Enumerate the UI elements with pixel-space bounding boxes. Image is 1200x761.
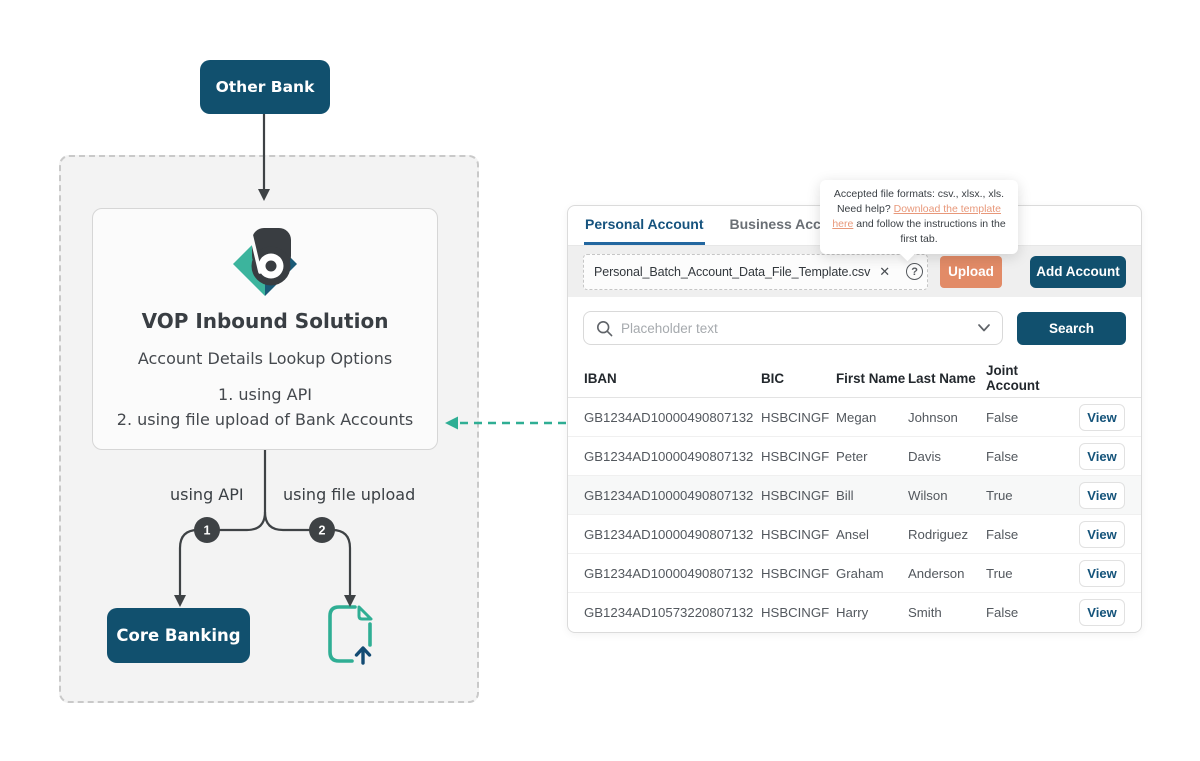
branch-label-api: using API [170,485,244,504]
view-button[interactable]: View [1079,481,1125,509]
view-button[interactable]: View [1079,559,1125,587]
table-header-row: IBAN BIC First Name Last Name Joint Acco… [568,359,1141,398]
cell-joint-account: True [986,565,1013,581]
table-row: GB1234AD10000490807132 HSBCINGF Megan Jo… [568,398,1141,437]
vop-subtitle: Account Details Lookup Options [137,349,393,368]
vop-title: VOP Inbound Solution [141,309,389,333]
search-input[interactable] [621,320,970,336]
search-row: Search [568,297,1141,359]
upload-button[interactable]: Upload [940,255,1002,288]
search-icon [596,320,613,336]
other-bank-node: Other Bank [200,60,330,114]
cell-last-name: Smith [908,605,942,620]
add-account-button[interactable]: Add Account [1030,255,1126,288]
cell-bic: HSBCINGF [761,605,830,620]
column-header-joint-account: Joint Account [986,363,1040,393]
cell-joint-account: False [986,409,1019,425]
cell-joint-account: False [986,448,1019,464]
cell-bic: HSBCINGF [761,565,830,581]
cell-joint-account: True [986,487,1013,503]
vop-option-1: 1. using API [218,385,312,404]
cell-first-name: Ansel [836,526,869,542]
search-button[interactable]: Search [1017,311,1126,345]
chevron-down-icon[interactable] [978,324,990,332]
upload-toolbar: Personal_Batch_Account_Data_File_Templat… [568,246,1141,297]
branch-label-file-upload: using file upload [283,485,416,504]
help-icon[interactable]: ? [906,263,924,280]
column-header-first-name: First Name [836,370,906,386]
cell-iban: GB1234AD10000490807132 [584,448,754,464]
table-row: GB1234AD10573220807132 HSBCINGF Harry Sm… [568,593,1141,632]
tooltip-line2: Need help? Download the template here an… [832,203,1006,245]
table-row: GB1234AD10000490807132 HSBCINGF Bill Wil… [568,476,1141,515]
cell-first-name: Peter [836,448,868,464]
other-bank-label: Other Bank [215,78,315,96]
cell-iban: GB1234AD10000490807132 [584,565,754,581]
tooltip-line1: Accepted file formats: csv., xlsx., xls. [833,188,1005,200]
cell-first-name: Graham [836,565,884,581]
cell-first-name: Bill [836,487,854,503]
cell-iban: GB1234AD10000490807132 [584,409,754,425]
cell-last-name: Anderson [908,565,965,581]
download-template-link[interactable]: Download the template here [832,203,1002,230]
file-upload-icon [328,605,373,665]
table-row: GB1234AD10000490807132 HSBCINGF Ansel Ro… [568,515,1141,554]
cell-last-name: Rodriguez [908,526,969,542]
account-panel: Personal Account Business Account Person… [567,205,1142,633]
table-row: GB1234AD10000490807132 HSBCINGF Graham A… [568,554,1141,593]
cell-iban: GB1234AD10000490807132 [584,526,754,542]
view-button[interactable]: View [1079,403,1125,431]
file-input[interactable]: Personal_Batch_Account_Data_File_Templat… [583,253,928,290]
view-button[interactable]: View [1079,442,1125,470]
view-button[interactable]: View [1079,599,1125,626]
column-header-bic: BIC [761,370,785,386]
cell-iban: GB1234AD10000490807132 [584,487,754,503]
tab-personal-account[interactable]: Personal Account [584,206,705,245]
cell-joint-account: False [986,605,1019,620]
cell-last-name: Johnson [908,409,958,425]
cell-first-name: Harry [836,605,869,620]
vop-solution-box: VOP Inbound Solution Account Details Loo… [92,208,438,450]
core-banking-node: Core Banking [107,608,250,663]
vop-option-2: 2. using file upload of Bank Accounts [116,410,414,429]
cell-bic: HSBCINGF [761,409,830,425]
cell-bic: HSBCINGF [761,448,830,464]
cell-first-name: Megan [836,409,877,425]
cell-joint-account: False [986,526,1019,542]
cell-bic: HSBCINGF [761,487,830,503]
vop-logo-icon [233,228,297,296]
upload-help-tooltip: Accepted file formats: csv., xlsx., xls.… [820,180,1018,262]
view-button[interactable]: View [1079,520,1125,548]
cell-last-name: Davis [908,448,941,464]
uploaded-filename: Personal_Batch_Account_Data_File_Templat… [594,264,871,279]
cell-iban: GB1234AD10573220807132 [584,605,754,620]
cell-bic: HSBCINGF [761,526,830,542]
column-header-iban: IBAN [584,370,617,386]
column-header-last-name: Last Name [908,370,976,386]
cell-last-name: Wilson [908,487,948,503]
table-row: GB1234AD10000490807132 HSBCINGF Peter Da… [568,437,1141,476]
search-input-wrapper[interactable] [583,311,1003,345]
clear-file-icon[interactable]: ✕ [879,263,891,279]
core-banking-label: Core Banking [116,626,241,645]
